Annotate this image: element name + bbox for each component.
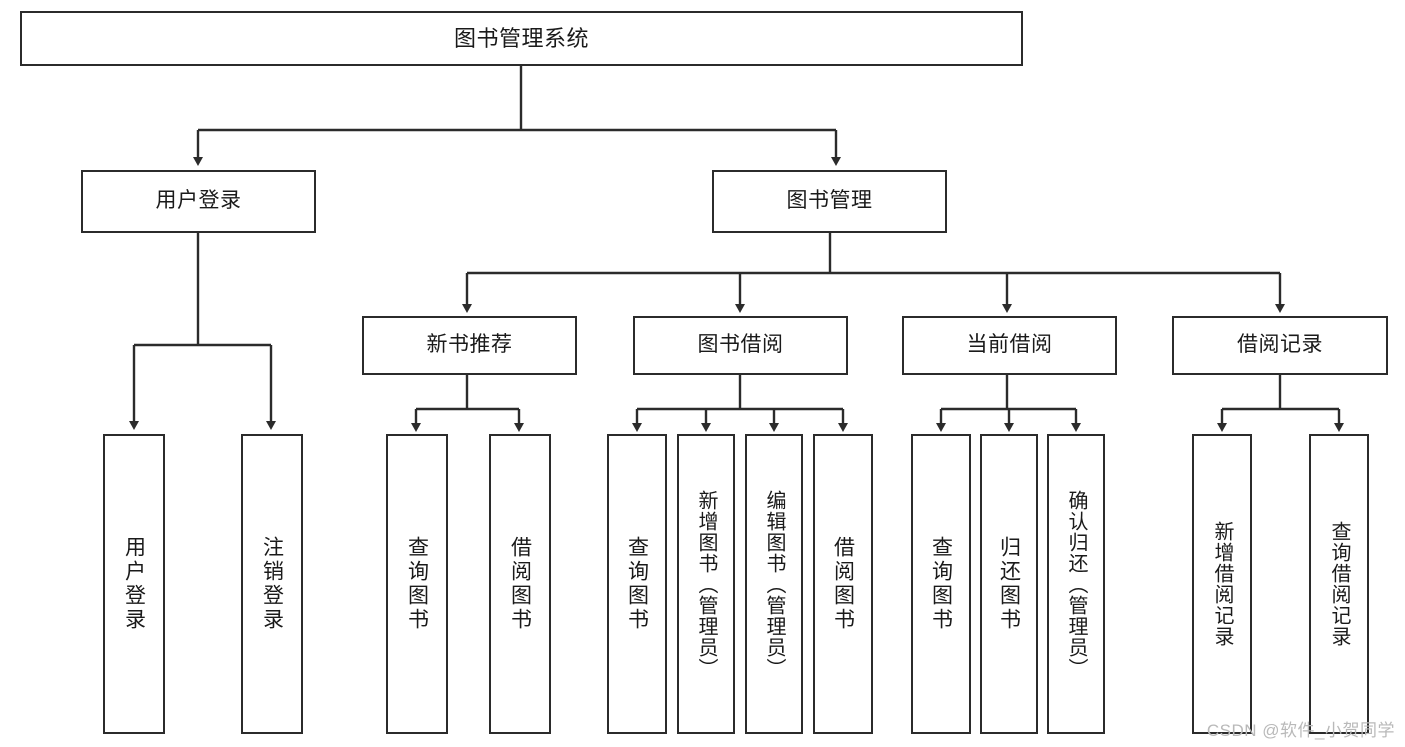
node-label: 查询图书: [929, 536, 953, 632]
node-label: 借阅图书: [831, 536, 855, 632]
node-leaf-confirm-return[interactable]: 确认归还（管理员）: [1047, 434, 1105, 734]
node-label: 图书管理系统: [453, 25, 589, 51]
csdn-watermark: CSDN @软件_小贺同学: [1206, 721, 1395, 740]
node-user-login[interactable]: 用户登录: [81, 170, 316, 233]
node-leaf-add-book[interactable]: 新增图书（管理员）: [677, 434, 735, 734]
node-label: 归还图书: [997, 536, 1021, 632]
node-label: 确认归还（管理员）: [1065, 489, 1087, 679]
node-leaf-return-book[interactable]: 归还图书: [980, 434, 1038, 734]
node-leaf-borrow-book[interactable]: 借阅图书: [813, 434, 873, 734]
node-label: 图书借阅: [697, 333, 784, 357]
node-leaf-query-book-recommend[interactable]: 查询图书: [386, 434, 448, 734]
node-label: 图书管理: [786, 189, 873, 213]
node-leaf-add-borrow-record[interactable]: 新增借阅记录: [1192, 434, 1252, 734]
node-label: 借阅图书: [508, 536, 532, 632]
node-label: 注销登录: [260, 536, 284, 632]
node-label: 用户登录: [122, 536, 146, 632]
node-borrow-record[interactable]: 借阅记录: [1172, 316, 1388, 375]
node-label: 查询借阅记录: [1328, 521, 1350, 647]
node-leaf-logout[interactable]: 注销登录: [241, 434, 303, 734]
node-label: 新书推荐: [426, 333, 513, 357]
node-label: 查询图书: [405, 536, 429, 632]
node-label: 当前借阅: [966, 333, 1053, 357]
node-label: 新增借阅记录: [1211, 521, 1233, 647]
node-book-management[interactable]: 图书管理: [712, 170, 947, 233]
node-book-borrow[interactable]: 图书借阅: [633, 316, 848, 375]
node-leaf-query-borrow-record[interactable]: 查询借阅记录: [1309, 434, 1369, 734]
node-leaf-borrow-book-recommend[interactable]: 借阅图书: [489, 434, 551, 734]
node-label: 编辑图书（管理员）: [763, 489, 785, 679]
node-leaf-user-login[interactable]: 用户登录: [103, 434, 165, 734]
node-current-borrow[interactable]: 当前借阅: [902, 316, 1117, 375]
node-label: 借阅记录: [1237, 333, 1323, 357]
node-leaf-query-book-current[interactable]: 查询图书: [911, 434, 971, 734]
node-leaf-query-book-borrow[interactable]: 查询图书: [607, 434, 667, 734]
node-root-book-management-system[interactable]: 图书管理系统: [20, 11, 1023, 66]
node-leaf-edit-book[interactable]: 编辑图书（管理员）: [745, 434, 803, 734]
node-new-book-recommend[interactable]: 新书推荐: [362, 316, 577, 375]
node-label: 查询图书: [625, 536, 649, 632]
node-label: 用户登录: [155, 189, 242, 213]
node-label: 新增图书（管理员）: [695, 489, 717, 679]
